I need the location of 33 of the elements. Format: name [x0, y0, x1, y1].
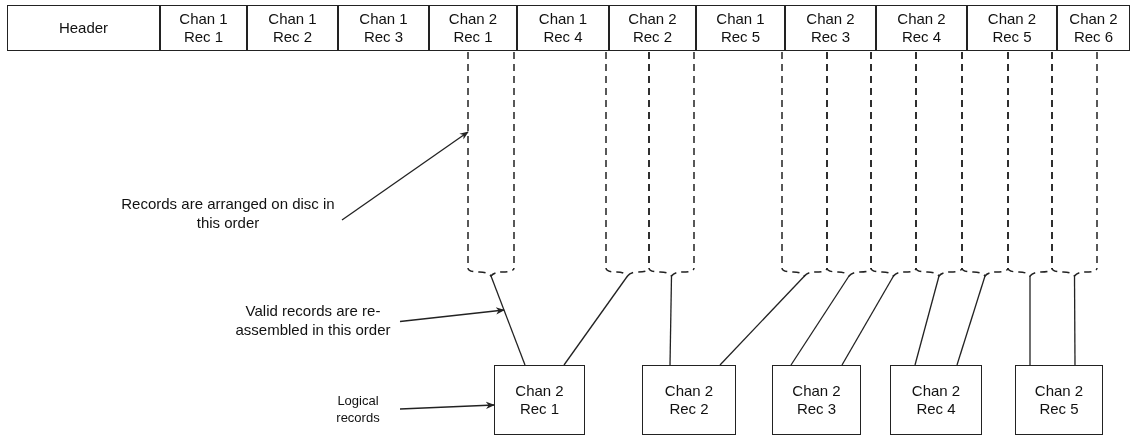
leader-arrow	[341, 131, 469, 221]
record-box: Chan 2 Rec 3	[772, 365, 861, 435]
header-cell: Header	[7, 5, 160, 51]
connector-line	[490, 275, 526, 366]
record-box: Chan 2 Rec 1	[429, 5, 517, 51]
record-box: Chan 2 Rec 4	[876, 5, 967, 51]
connector-line	[563, 275, 629, 366]
leader-arrow	[399, 307, 505, 323]
connector-line	[790, 275, 850, 366]
connector-line	[669, 275, 673, 366]
record-box: Chan 1 Rec 4	[517, 5, 609, 51]
record-box: Chan 1 Rec 1	[160, 5, 247, 51]
record-box: Chan 2 Rec 2	[609, 5, 696, 51]
record-box: Chan 2 Rec 1	[494, 365, 585, 435]
annotation-text: Valid records are re-assembled in this order	[228, 288, 398, 351]
record-box: Chan 2 Rec 5	[967, 5, 1057, 51]
leader-arrow	[399, 401, 495, 410]
record-box: Chan 2 Rec 6	[1057, 5, 1130, 51]
record-box: Chan 2 Rec 3	[785, 5, 876, 51]
connector-line	[956, 275, 986, 366]
record-box: Chan 1 Rec 5	[696, 5, 785, 51]
connector-line	[719, 275, 806, 366]
connector-line	[914, 275, 940, 366]
connector-line	[1073, 275, 1076, 366]
record-box: Chan 2 Rec 2	[642, 365, 736, 435]
connector-line	[1029, 275, 1031, 366]
record-box: Chan 2 Rec 4	[890, 365, 982, 435]
annotation-text: Logical records	[318, 388, 398, 430]
record-box: Chan 1 Rec 3	[338, 5, 429, 51]
connector-line	[841, 275, 895, 366]
record-box: Chan 1 Rec 2	[247, 5, 338, 51]
annotation-text: Records are arranged on disc in this order	[108, 192, 348, 234]
record-box: Chan 2 Rec 5	[1015, 365, 1103, 435]
